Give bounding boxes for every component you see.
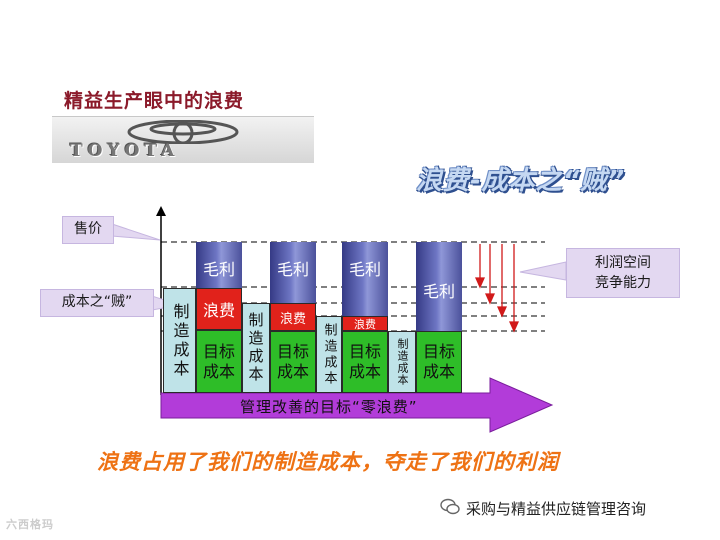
profit-space-label: 利润空间 竞争能力 bbox=[566, 248, 680, 298]
wechat-icon bbox=[440, 498, 460, 515]
gross-margin-block: 毛利 bbox=[342, 242, 388, 316]
price-pointer bbox=[111, 223, 161, 241]
subtitle: 浪费-成本之“贼” bbox=[416, 166, 626, 196]
manufacturing-cost-block: 制造成本 bbox=[163, 288, 196, 393]
improvement-arrow bbox=[160, 377, 554, 433]
page-title: 精益生产眼中的浪费 bbox=[64, 90, 245, 112]
price-label: 售价 bbox=[62, 216, 114, 244]
gross-margin-block: 毛利 bbox=[270, 242, 316, 303]
space-pointer bbox=[519, 261, 567, 281]
waste-block: 浪费 bbox=[342, 316, 388, 331]
improvement-arrow-label: 管理改善的目标“零浪费” bbox=[240, 398, 418, 416]
conclusion-text: 浪费占用了我们的制造成本，夺走了我们的利润 bbox=[97, 450, 559, 474]
wechat-account-name: 采购与精益供应链管理咨询 bbox=[466, 500, 647, 518]
thief-label: 成本之“贼” bbox=[40, 289, 154, 317]
profit-space-line-1: 利润空间 bbox=[595, 255, 651, 271]
gross-margin-block: 毛利 bbox=[196, 242, 242, 288]
target-cost-block: 目标成本 bbox=[416, 331, 462, 393]
waste-block: 浪费 bbox=[196, 288, 242, 330]
toyota-emblem-icon bbox=[127, 120, 239, 144]
manufacturing-cost-block: 制造成本 bbox=[242, 303, 270, 393]
target-cost-block: 目标成本 bbox=[270, 331, 316, 393]
profit-arrows bbox=[474, 244, 520, 333]
target-cost-block: 目标成本 bbox=[196, 330, 242, 393]
manufacturing-cost-block: 制造成本 bbox=[388, 331, 416, 393]
logo-text: TOYOTA bbox=[70, 141, 180, 161]
manufacturing-cost-block: 制造成本 bbox=[316, 316, 342, 393]
y-axis-arrowhead bbox=[156, 206, 166, 216]
waste-block: 浪费 bbox=[270, 303, 316, 331]
gross-margin-block: 毛利 bbox=[416, 242, 462, 331]
target-cost-block: 目标成本 bbox=[342, 331, 388, 393]
watermark: 六西格玛 bbox=[6, 518, 54, 531]
profit-space-line-2: 竞争能力 bbox=[595, 275, 651, 291]
